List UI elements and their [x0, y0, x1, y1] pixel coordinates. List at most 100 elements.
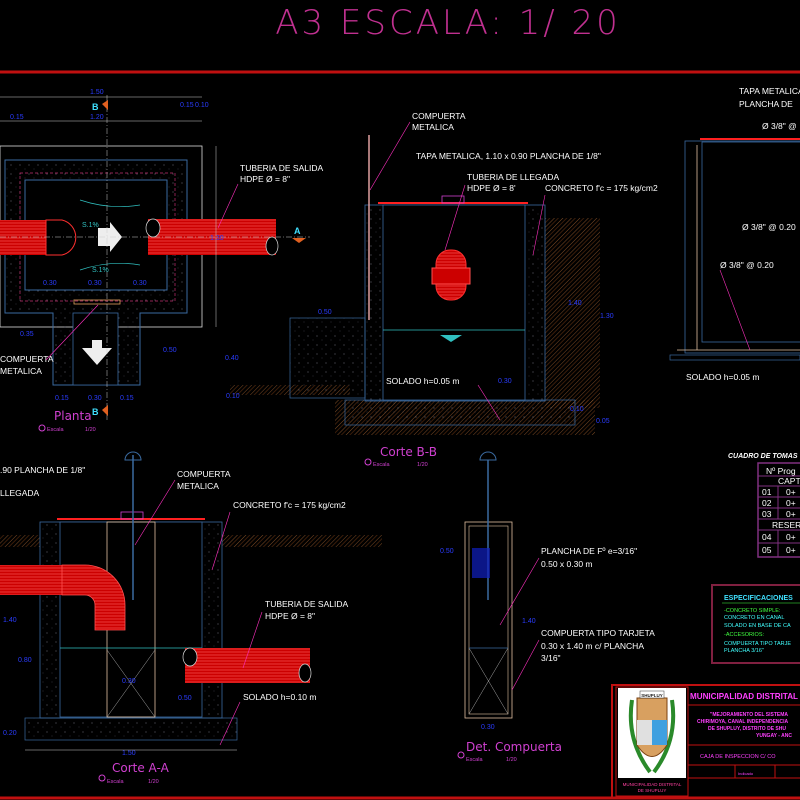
- dimension-label: 0.05: [596, 418, 610, 425]
- view-marker-icon: [98, 774, 106, 782]
- solado-label: SOLADO h=0.05 m: [386, 376, 459, 386]
- view-marker-icon: [364, 458, 372, 466]
- sheet-name: CAJA DE INSPECCION C/ CO: [700, 754, 776, 760]
- slope-label: S.1%: [82, 222, 99, 229]
- refuerzo-view: TAPA METALICA PLANCHA DE Ø 3/8" @ Ø 3/8"…: [669, 86, 800, 382]
- dimension-label: 0.50: [318, 309, 332, 316]
- especificaciones-box: ESPECIFICACIONES -CONCRETO SIMPLE: CONCR…: [711, 584, 800, 664]
- table-cell: 0+: [786, 545, 796, 555]
- rebar-label: Ø 3/8" @ 0.20: [720, 260, 774, 270]
- outlet-pipe-spec: HDPE Ø = 8": [265, 611, 315, 621]
- project-line: DE SHUPLUY, DISTRITO DE SHU: [708, 726, 786, 732]
- dimension-label: 1.50: [90, 89, 104, 96]
- table-cell: 05: [762, 545, 772, 555]
- scale-label: Escala: [47, 427, 64, 433]
- project-line: YUNGAY - ANC: [756, 733, 792, 739]
- section-mark-b: B: [92, 102, 99, 112]
- gate-label: COMPUERTA: [177, 469, 231, 479]
- rebar-label: Ø 3/8" @ 0.20: [742, 222, 796, 232]
- corte-bb-view: COMPUERTA METALICA TAPA METALICA, 1.10 x…: [225, 111, 658, 468]
- planta-view: S.1% S.1% 1.50 1.20 0.15 0.15 0.10 1.30 …: [0, 89, 323, 433]
- scale-label: Escala: [466, 757, 483, 763]
- dimension-label: 0.20: [3, 730, 17, 737]
- logo-text: SHUPLUY: [641, 693, 663, 698]
- title-block: SHUPLUY MUNICIPALIDAD DISTRITAL DE SHUPL…: [611, 684, 800, 799]
- dimension-label: 1.50: [122, 750, 136, 757]
- lid-label: TAPA METALICA: [739, 86, 800, 96]
- project-line: CHIRIMOYA, CANAL INDEPENDENCIA: [697, 719, 789, 725]
- gate-label: COMPUERTA: [412, 111, 466, 121]
- dimension-label: 0.50: [163, 347, 177, 354]
- spec-line: -ACCESORIOS:: [724, 632, 765, 638]
- dimension-label: 1.40: [3, 617, 17, 624]
- outlet-pipe-label: TUBERIA DE SALIDA: [265, 599, 348, 609]
- concrete-label: CONCRETO f'c = 175 kg/cm2: [545, 183, 658, 193]
- logo-caption: MUNICIPALIDAD DISTRITAL: [623, 782, 682, 787]
- gate-label: 0.30 x 1.40 m c/ PLANCHA: [541, 641, 644, 651]
- logo-caption: DE SHUPLUY: [638, 788, 667, 793]
- inlet-pipe-spec: HDPE Ø = 8': [467, 183, 516, 193]
- rebar-label: Ø 3/8" @: [762, 121, 797, 131]
- section-mark-a: A: [294, 226, 301, 236]
- outlet-pipe-label: TUBERIA DE SALIDA: [240, 163, 323, 173]
- view-marker-icon: [457, 751, 465, 759]
- inlet-pipe-label: LLEGADA: [0, 488, 40, 498]
- spec-line: CONCRETO EN CANAL: [724, 615, 784, 621]
- table-header: Nº Prog: [766, 466, 796, 476]
- scale-label: Escala: [107, 779, 124, 785]
- gate-label: COMPUERTA: [0, 354, 54, 364]
- gate-label: 3/16": [541, 653, 561, 663]
- dimension-label: 0.15: [120, 395, 134, 402]
- sheet-title: A3 ESCALA: 1/ 20: [275, 3, 621, 43]
- table-cell: 0+: [786, 487, 796, 497]
- det-compuerta-view: 0.50 1.40 0.30 PLANCHA DE Fº e=3/16" 0.5…: [440, 451, 655, 763]
- dimension-label: 0.30: [498, 378, 512, 385]
- dimension-label: 1.20: [90, 114, 104, 121]
- table-cell: 0+: [786, 509, 796, 519]
- dimension-label: 0.30: [133, 280, 147, 287]
- lid-label: TAPA METALICA, 1.10 x 0.90 PLANCHA DE 1/…: [416, 151, 601, 161]
- dimension-label: 0.30: [43, 280, 57, 287]
- section-arrow-icon: [292, 238, 306, 243]
- dimension-label: 1.30: [210, 235, 224, 242]
- dimension-label: 0.10: [226, 393, 240, 400]
- concrete-label: CONCRETO f'c = 175 kg/cm2: [233, 500, 346, 510]
- dimension-label: 0.30: [88, 395, 102, 402]
- dimension-label: 0.10: [570, 406, 584, 413]
- scale-label: Escala: [373, 462, 390, 468]
- table-cell: 0+: [786, 498, 796, 508]
- plate-label: 0.50 x 0.30 m: [541, 559, 593, 569]
- dimension-label: 1.40: [568, 300, 582, 307]
- dimension-label: 0.80: [18, 657, 32, 664]
- view-title-planta: Planta: [54, 409, 92, 423]
- solado-label: SOLADO h=0.05 m: [686, 372, 759, 382]
- spec-line: PLANCHA 3/16": [724, 648, 764, 654]
- dimension-label: 0.35: [20, 331, 34, 338]
- dimension-label: 0.30: [88, 280, 102, 287]
- project-line: "MEJORAMIENTO DEL SISTEMA: [710, 712, 788, 718]
- spec-line: -CONCRETO SIMPLE:: [724, 608, 781, 614]
- table-cell: 0+: [786, 532, 796, 542]
- dimension-label: 1.40: [522, 618, 536, 625]
- view-marker-icon: [38, 424, 46, 432]
- gate-label: METALICA: [177, 481, 219, 491]
- cuadro-de-tomas-table: CUADRO DE TOMAS Nº Prog CAPTA 01 0+ 02 0…: [728, 453, 800, 558]
- dimension-label: 0.50: [440, 548, 454, 555]
- outlet-pipe-spec: HDPE Ø = 8": [240, 174, 290, 184]
- lid-label: PLANCHA DE: [739, 99, 793, 109]
- dimension-label: 0.40: [225, 355, 239, 362]
- section-mark-b: B: [92, 407, 99, 417]
- view-title-corte-bb: Corte B-B: [380, 445, 437, 459]
- gate-label: METALICA: [412, 122, 454, 132]
- specs-title: ESPECIFICACIONES: [724, 595, 793, 602]
- scale-value: 1/20: [85, 427, 96, 433]
- table-cell: 01: [762, 487, 772, 497]
- plate-label: PLANCHA DE Fº e=3/16": [541, 546, 637, 556]
- dimension-label: 0.15: [180, 102, 194, 109]
- scale-value: 1/20: [506, 757, 517, 763]
- scale-value: 1/20: [417, 462, 428, 468]
- table-group: CAPTA: [778, 476, 800, 486]
- table-cell: 02: [762, 498, 772, 508]
